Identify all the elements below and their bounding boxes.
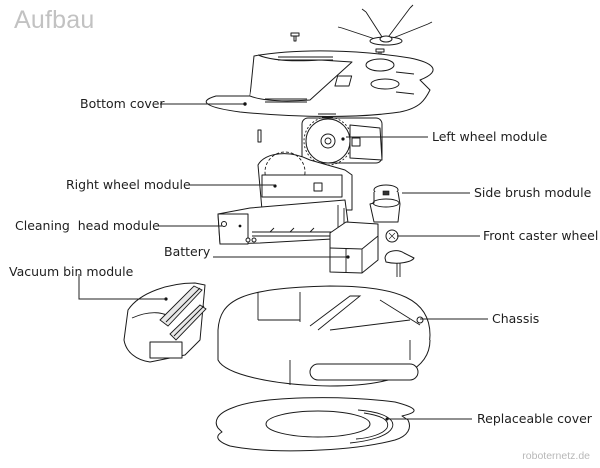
left-wheel-module-part [301, 116, 383, 166]
bottom-cover-part [205, 50, 434, 118]
label-side-brush-module: Side brush module [474, 185, 592, 200]
watermark: roboternetz.de [522, 450, 590, 462]
vacuum-bin-module-part [123, 282, 207, 363]
chassis-part [217, 285, 431, 387]
side-brush-part [337, 4, 433, 46]
leader-lines [78, 102, 488, 420]
label-battery: Battery [164, 244, 211, 259]
label-vacuum-bin-module: Vacuum bin module [9, 264, 134, 279]
side-brush-module-part [369, 184, 401, 223]
battery-part [329, 221, 379, 274]
front-caster-wheel-part [384, 229, 415, 277]
cleaning-head-module-part [217, 199, 351, 245]
label-front-caster-wheel: Front caster wheel [483, 228, 599, 243]
right-wheel-module-part [257, 151, 353, 211]
label-bottom-cover: Bottom cover [80, 96, 165, 111]
label-replaceable-cover: Replaceable cover [477, 411, 592, 426]
label-right-wheel-module: Right wheel module [66, 177, 191, 192]
label-cleaning-head-module: Cleaning head module [15, 218, 160, 233]
label-left-wheel-module: Left wheel module [432, 129, 548, 144]
page-title: Aufbau [14, 6, 95, 34]
label-chassis: Chassis [492, 311, 540, 326]
replaceable-cover-part [215, 397, 415, 452]
